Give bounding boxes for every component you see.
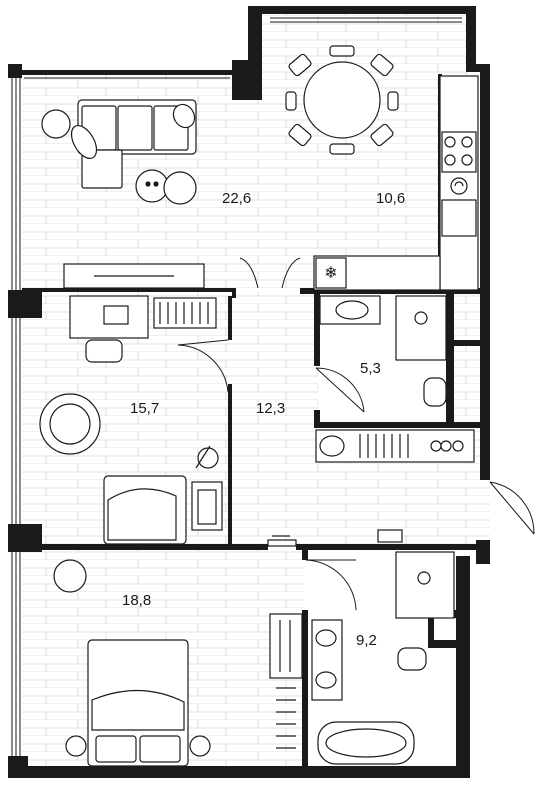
room-labels: 22,6 10,6 15,7 12,3 5,3 18,8 9,2	[122, 190, 405, 649]
area-label-living: 22,6	[222, 190, 251, 207]
bed-small	[103, 475, 223, 545]
bedroom-furniture	[53, 559, 303, 767]
desk	[69, 295, 217, 363]
doors	[177, 257, 535, 611]
armchair	[39, 393, 219, 469]
sofa	[41, 99, 197, 205]
bath-large-fixtures	[311, 551, 455, 765]
bath-small-fixtures	[315, 295, 475, 463]
tv-unit	[63, 263, 205, 289]
area-label-bath-small: 5,3	[360, 360, 381, 377]
area-label-study: 15,7	[130, 400, 159, 417]
dining-table	[285, 45, 399, 155]
walls	[8, 6, 490, 778]
area-label-hall: 12,3	[256, 400, 285, 417]
area-label-bath-large: 9,2	[356, 632, 377, 649]
svg-text:❄: ❄	[324, 263, 337, 282]
area-label-kitchen: 10,6	[376, 190, 405, 207]
kitchen-counter: ❄	[313, 75, 479, 291]
floor-kitchen	[262, 12, 468, 288]
area-label-bedroom: 18,8	[122, 592, 151, 609]
hall-details	[267, 529, 403, 547]
left-windows	[11, 17, 462, 756]
